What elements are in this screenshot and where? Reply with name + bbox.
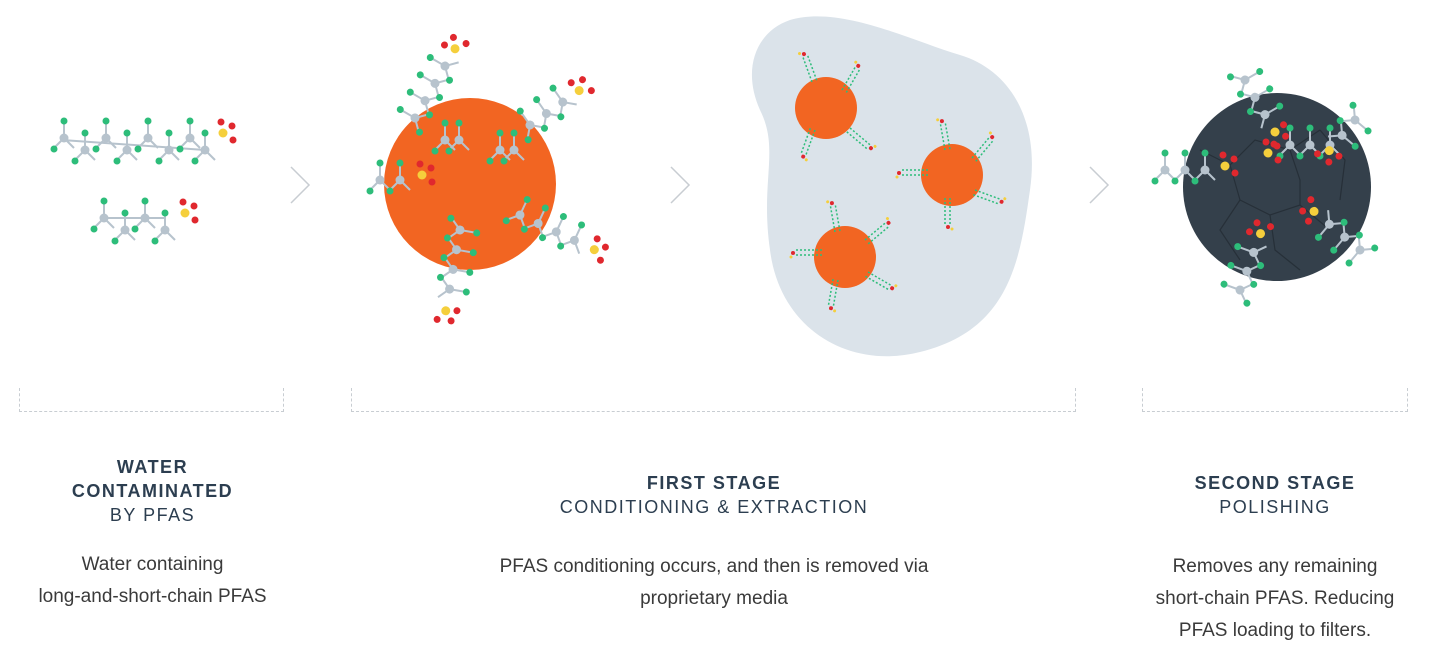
chevron-right-icon <box>1089 166 1110 204</box>
stage-description: proprietary media <box>640 588 788 609</box>
stage-subtitle: BY PFAS <box>109 505 196 525</box>
stage-bracket-second <box>1142 388 1408 412</box>
stage-title: CONTAMINATED <box>71 481 234 501</box>
stage-title: WATER <box>116 457 189 477</box>
stage-description: short-chain PFAS. Reducing <box>1155 588 1395 609</box>
polishing-sphere <box>1150 57 1381 309</box>
long-chain-pfas-molecule <box>49 116 237 166</box>
chevron-right-icon <box>290 166 311 204</box>
stage-description: Removes any remaining <box>1172 556 1378 577</box>
short-chain-pfas-molecule <box>89 196 199 246</box>
conditioning-sphere <box>365 29 613 327</box>
stage-subtitle: CONDITIONING & EXTRACTION <box>559 497 869 517</box>
stage-title: FIRST STAGE <box>646 473 782 493</box>
media-particle <box>894 116 1008 232</box>
stage-first: FIRST STAGE CONDITIONING & EXTRACTION PF… <box>390 471 1038 615</box>
stage-description: long-and-short-chain PFAS <box>38 586 267 607</box>
stage-description: PFAS loading to filters. <box>1178 620 1372 641</box>
stage-title: SECOND STAGE <box>1194 473 1356 493</box>
stage-second: SECOND STAGE POLISHING Removes any remai… <box>1110 471 1429 647</box>
stage-description: Water containing <box>81 554 224 575</box>
stage-bracket-first <box>351 388 1076 412</box>
stage-bracket-water <box>19 388 284 412</box>
process-illustration <box>49 16 1381 357</box>
stage-water-contaminated: WATER CONTAMINATED BY PFAS Water contain… <box>0 455 305 613</box>
stage-subtitle: POLISHING <box>1219 497 1331 517</box>
media-particle <box>788 198 899 314</box>
chevron-right-icon <box>670 166 691 204</box>
media-particle <box>795 48 878 163</box>
extraction-media-blob <box>751 16 1032 357</box>
stage-description: PFAS conditioning occurs, and then is re… <box>499 556 929 577</box>
